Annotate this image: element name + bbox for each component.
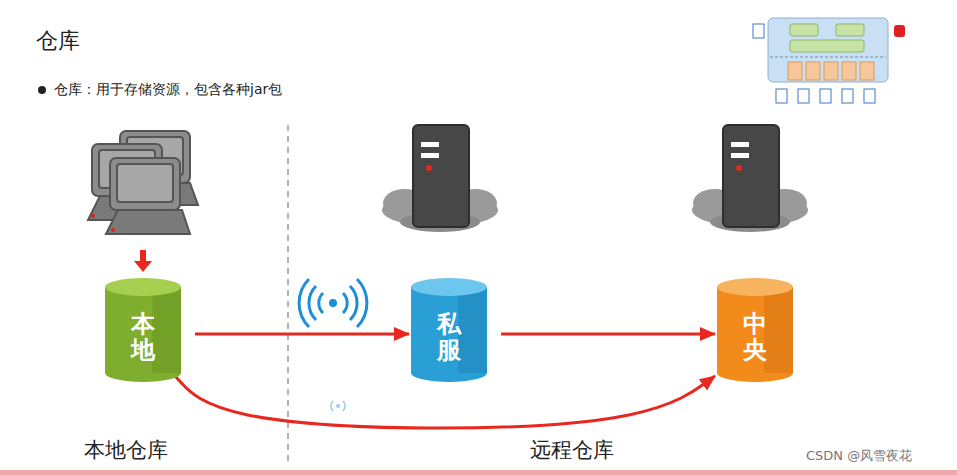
divider-line: [287, 125, 289, 462]
down-arrow: [134, 250, 152, 272]
thumbnail-icon: [753, 18, 905, 103]
section-label: 远程仓库: [530, 436, 614, 464]
bullet-text: 仓库：用于存储资源，包含各种jar包: [54, 81, 282, 99]
flow-arrow: [501, 333, 715, 336]
slide-title: 仓库: [36, 26, 80, 56]
section-label: 本地仓库: [84, 436, 168, 464]
server-icon: [382, 125, 498, 232]
computer-icon: [88, 131, 198, 234]
flow-arrow: [195, 333, 409, 336]
repository-cylinder: 本地: [105, 278, 181, 382]
repository-name: 本地: [131, 311, 155, 364]
progress-bar: [0, 470, 957, 475]
watermark: CSDN @风雪夜花: [806, 447, 912, 465]
flow-arrow: [175, 376, 715, 428]
repository-cylinder: 中央: [717, 278, 793, 382]
repository-name: 中央: [743, 311, 767, 364]
wifi-icon: [299, 279, 367, 327]
bullet-dot: [38, 86, 46, 94]
faint-wifi-icon: [331, 401, 345, 411]
repository-cylinder: 私服: [411, 278, 487, 382]
server-icon: [692, 125, 808, 232]
repository-name: 私服: [437, 311, 461, 364]
